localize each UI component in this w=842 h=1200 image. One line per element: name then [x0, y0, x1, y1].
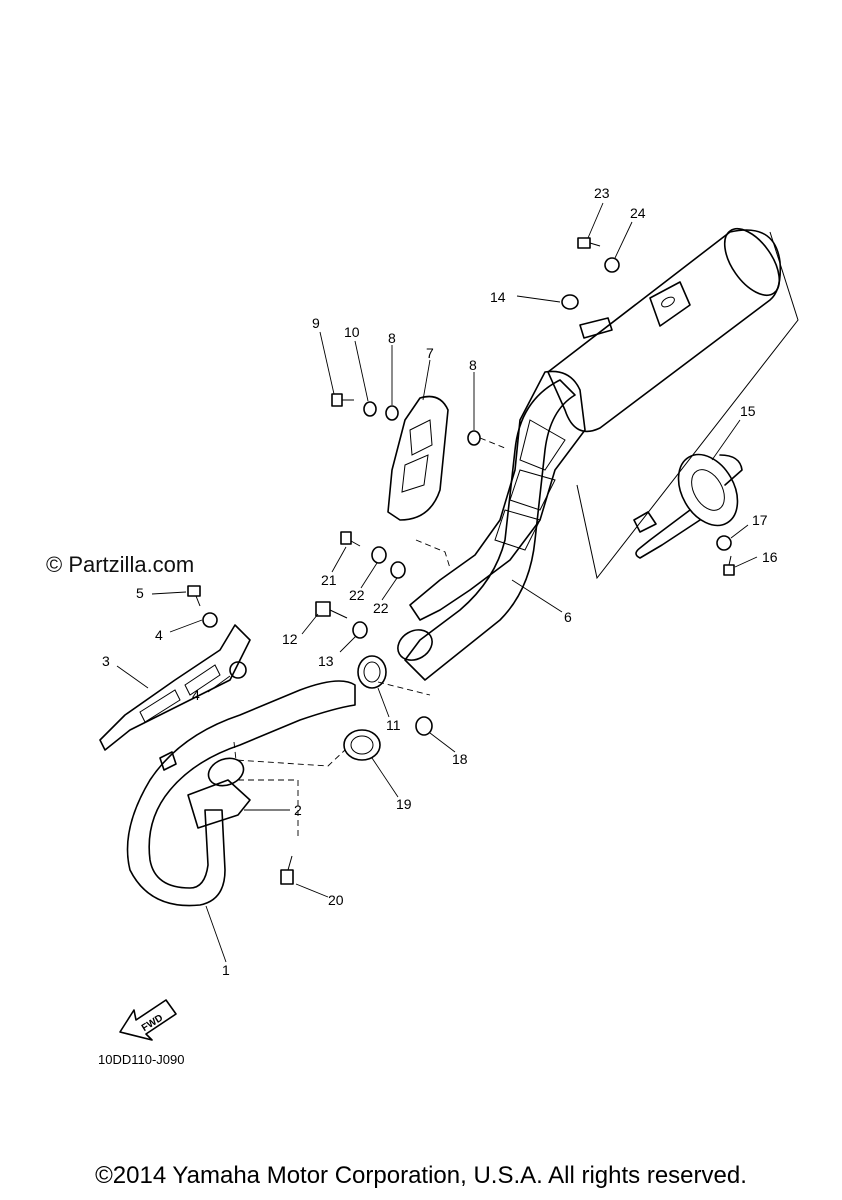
spark-arrestor	[633, 453, 743, 559]
callout-10: 10	[344, 324, 360, 340]
protector-7	[387, 395, 449, 521]
bolt-9	[331, 393, 354, 407]
callout-15: 15	[740, 403, 756, 419]
muffler	[547, 228, 782, 433]
screw-16	[723, 555, 735, 576]
callout-6: 6	[564, 609, 572, 625]
washer-22a	[371, 546, 387, 564]
leader-lines	[116, 202, 758, 963]
callout-4b: 4	[192, 687, 200, 703]
callout-9: 9	[312, 315, 320, 331]
callout-23: 23	[594, 185, 610, 201]
callout-20: 20	[328, 892, 344, 908]
collar-8a	[385, 405, 399, 421]
callout-14: 14	[490, 289, 506, 305]
callout-24: 24	[630, 205, 646, 221]
callout-22a: 22	[349, 587, 365, 603]
bolt-20	[280, 855, 294, 885]
insert-outline	[576, 231, 799, 580]
callout-22b: 22	[373, 600, 389, 616]
washer-22b	[390, 561, 406, 579]
callout-5: 5	[136, 585, 144, 601]
callout-3: 3	[102, 653, 110, 669]
protector-3	[99, 624, 251, 751]
exhaust-header-pipe	[126, 680, 356, 907]
callout-numbers: 23 24 14 9 10 8 7 8 15 17 16 6 21 22 22 …	[102, 185, 778, 978]
callout-21: 21	[321, 572, 337, 588]
watermark: © Partzilla.com	[46, 552, 195, 577]
callout-13: 13	[318, 653, 334, 669]
bolt-5	[187, 585, 201, 607]
callout-7: 7	[426, 345, 434, 361]
washer-10	[363, 401, 377, 417]
callout-8b: 8	[469, 357, 477, 373]
washer-24	[604, 257, 620, 273]
washer-4a	[202, 612, 218, 628]
diagram-code: 10DD110-J090	[98, 1052, 185, 1067]
pipe-clamp	[397, 629, 433, 661]
callout-8a: 8	[388, 330, 396, 346]
washer-13	[352, 621, 368, 639]
callout-2: 2	[294, 802, 302, 818]
fwd-label: FWD	[140, 1013, 165, 1034]
washer-4b	[229, 661, 247, 679]
callout-12: 12	[282, 631, 298, 647]
callout-4a: 4	[155, 627, 163, 643]
gasket-18	[415, 716, 433, 736]
callout-17: 17	[752, 512, 768, 528]
callout-11: 11	[386, 717, 401, 733]
copyright-notice: ©2014 Yamaha Motor Corporation, U.S.A. A…	[95, 1162, 747, 1189]
bolt-12	[315, 601, 348, 619]
mid-pipe	[404, 379, 576, 681]
joint-11	[357, 655, 387, 689]
grommet-17	[716, 535, 732, 551]
gasket-19	[343, 729, 381, 761]
grommet-14	[561, 294, 579, 310]
collar-8b	[467, 430, 481, 446]
heat-protector	[409, 370, 586, 621]
callout-16: 16	[762, 549, 778, 565]
callout-1: 1	[222, 962, 230, 978]
bolt-21	[340, 531, 361, 547]
bolt-23	[577, 237, 601, 249]
callout-18: 18	[452, 751, 468, 767]
fwd-arrow-icon: FWD	[119, 999, 177, 1041]
callout-19: 19	[396, 796, 412, 812]
